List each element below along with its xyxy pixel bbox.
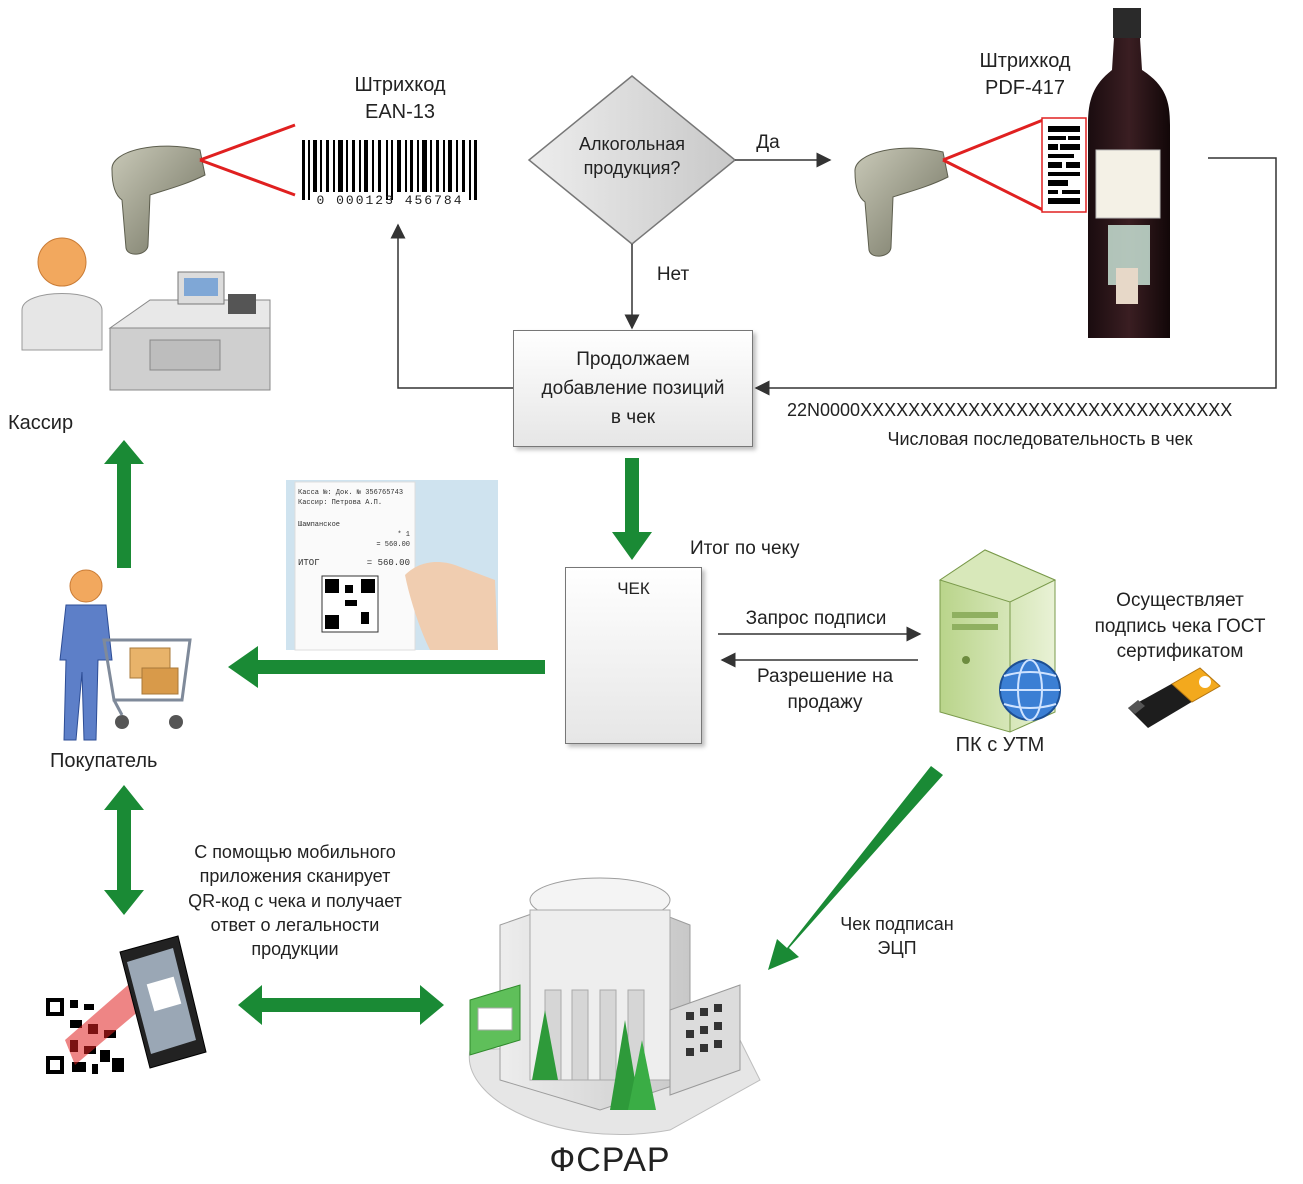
- pdf-barcode-title-line1: Штрихкод: [979, 50, 1071, 72]
- wine-bottle-icon: [1041, 8, 1170, 338]
- receipt-total-label: Итог по чеку: [690, 538, 800, 559]
- signature-note-line3: сертификатом: [1116, 641, 1244, 663]
- barcode-ean13-icon: [298, 140, 488, 200]
- cash-register-icon: [108, 271, 271, 391]
- receipt-photo-qty: * 1: [397, 531, 410, 539]
- continue-box-line2: добавление позиций: [541, 378, 725, 399]
- cashier-person-icon: [21, 237, 103, 351]
- barcode-scanner-icon: [111, 123, 296, 255]
- sale-permit-label: Разрешение на продажу: [730, 664, 920, 715]
- decision-text-line1: Алкогольная: [579, 134, 685, 154]
- mobile-app-note-line3: QR-код с чека и получает: [188, 890, 402, 911]
- signature-note-line1: Осуществляет: [1116, 590, 1244, 611]
- sequence-arrow: [754, 157, 1277, 396]
- pc-utm-label: ПК с УТМ: [955, 734, 1045, 756]
- receipt-photo-price: = 560.00: [376, 541, 410, 549]
- green-arrows: [104, 440, 943, 1025]
- pdf-barcode-title-line2: PDF-417: [984, 77, 1066, 99]
- mobile-app-note-line4: ответ о легальности: [210, 914, 380, 935]
- fsrar-label: ФСРАР: [549, 1141, 671, 1179]
- receipt-photo-icon: [286, 480, 498, 651]
- building-icon: [468, 877, 761, 1135]
- receipt-photo-line1: Касса №: Док. № 356765743: [298, 489, 404, 497]
- usb-token-icon: [1128, 667, 1221, 728]
- signed-note-line2: ЭЦП: [877, 938, 917, 959]
- receipt-photo-line2: Кассир: Петрова А.П.: [298, 499, 383, 507]
- sale-permit-line2: продажу: [787, 691, 863, 713]
- receipt-photo-total-row: ИТОГ = 560.00: [298, 558, 410, 568]
- receipt-title: ЧЕК: [617, 579, 650, 598]
- signature-note-line2: подпись чека ГОСТ: [1094, 615, 1266, 637]
- smartphone-scan-icon: [44, 935, 207, 1076]
- sign-request-label: Запрос подписи: [745, 608, 887, 629]
- server-globe-icon: [938, 549, 1061, 733]
- signature-note: Осуществляет подпись чека ГОСТ сертифика…: [1085, 588, 1275, 665]
- mobile-app-note-line5: продукции: [251, 939, 339, 960]
- continue-adding-box: Продолжаем добавление позиций в чек: [513, 330, 753, 447]
- ean-barcode-title-line2: EAN-13: [364, 101, 436, 123]
- continue-box-line3: в чек: [610, 407, 656, 428]
- pdf-barcode-title: Штрихкод PDF-417: [955, 48, 1095, 102]
- ean-digits: 0 000123 456784: [316, 193, 464, 208]
- buyer-label: Покупатель: [50, 750, 158, 772]
- receipt-box: ЧЕК: [565, 567, 702, 744]
- shopper-cart-icon: [59, 569, 192, 741]
- no-label: Нет: [656, 264, 690, 285]
- sequence-caption: Числовая последовательность в чек: [887, 429, 1193, 449]
- receipt-photo-total-value: = 560.00: [366, 558, 410, 568]
- receipt-photo-item: Шампанское: [298, 521, 341, 529]
- yes-label: Да: [756, 132, 780, 153]
- decision-text: Алкогольная продукция?: [552, 132, 712, 181]
- mobile-app-note: С помощью мобильного приложения сканируе…: [160, 840, 430, 961]
- ean-barcode-title-line1: Штрихкод: [354, 74, 446, 96]
- sequence-code: 22N0000XXXXXXXXXXXXXXXXXXXXXXXXXXXXXXX: [787, 400, 1233, 420]
- ean-barcode-title: Штрихкод EAN-13: [330, 72, 470, 126]
- signed-note-line1: Чек подписан: [840, 914, 954, 934]
- cashier-label: Кассир: [8, 412, 74, 434]
- mobile-app-note-line1: С помощью мобильного: [194, 842, 396, 862]
- barcode-scanner-icon: [854, 118, 1044, 257]
- receipt-photo-text: Касса №: Док. № 356765743 Кассир: Петров…: [298, 488, 410, 568]
- decision-text-line2: продукция?: [583, 158, 681, 179]
- receipt-photo-total-label: ИТОГ: [298, 558, 320, 568]
- continue-box-line1: Продолжаем: [576, 349, 690, 370]
- signed-note: Чек подписан ЭЦП: [822, 912, 972, 961]
- sale-permit-line1: Разрешение на: [756, 666, 894, 687]
- loop-back-arrow: [390, 223, 513, 389]
- mobile-app-note-line2: приложения сканирует: [199, 866, 391, 887]
